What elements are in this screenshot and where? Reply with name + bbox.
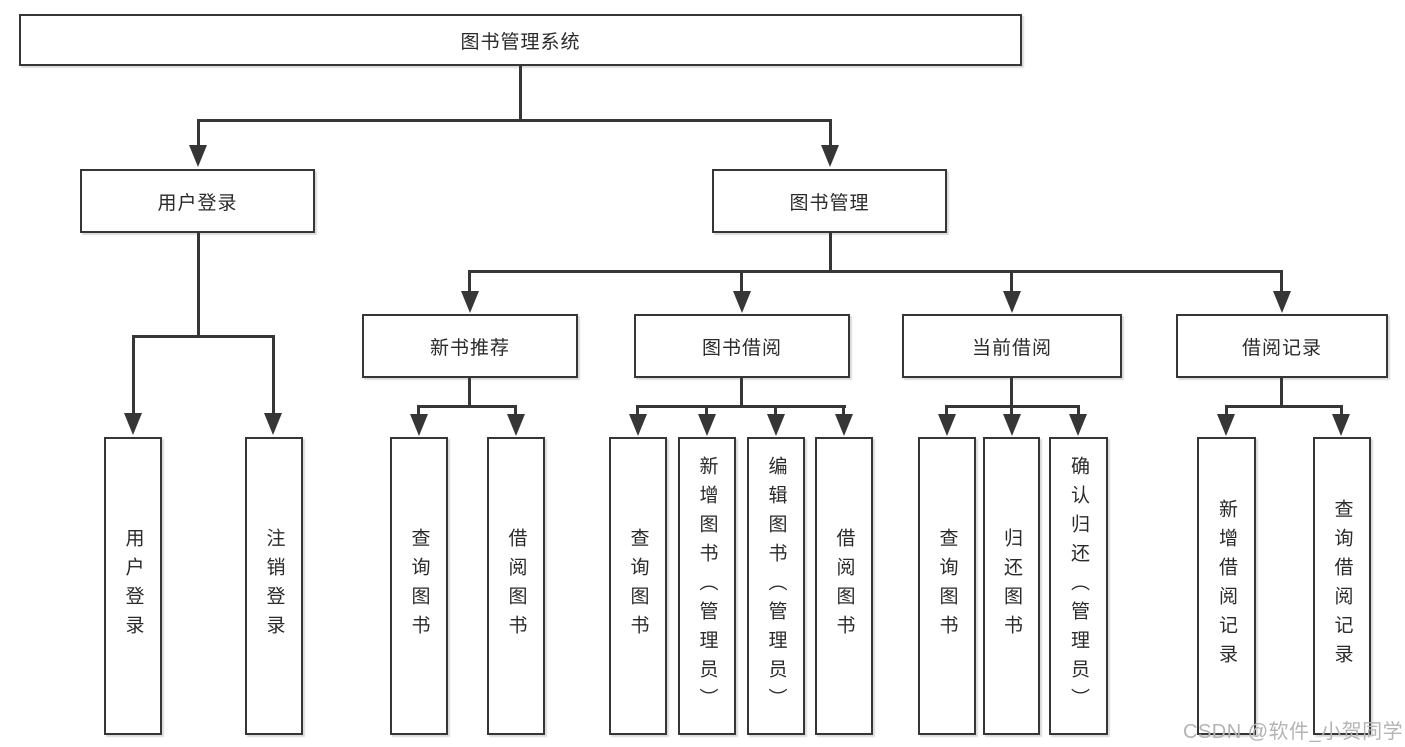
arrowhead-down-bb-query bbox=[629, 414, 647, 436]
arrowhead-down-book-borrow bbox=[733, 291, 751, 313]
leaf-bb-query-books: 查询图书 bbox=[609, 437, 667, 735]
connector-logout-drop bbox=[272, 335, 275, 413]
connector-nb-query-drop bbox=[417, 405, 420, 415]
node-book-borrowing: 图书借阅 bbox=[634, 314, 850, 378]
connector-user-login-split bbox=[132, 335, 275, 338]
leaf-cb-return-books-label: 归还图书 bbox=[1001, 528, 1022, 644]
connector-br-add-drop bbox=[1225, 405, 1228, 415]
watermark: CSDN @软件_小贺同学 bbox=[1183, 721, 1404, 743]
connector-cb-confirm-drop bbox=[1077, 405, 1080, 415]
node-borrowing-records: 借阅记录 bbox=[1176, 314, 1388, 378]
arrowhead-down-nb-borrow bbox=[507, 414, 525, 436]
connector-cb-query-drop bbox=[945, 405, 948, 415]
leaf-cb-query-books-label: 查询图书 bbox=[936, 528, 958, 644]
leaf-bb-edit-books-admin-label: 编辑图书（管理员） bbox=[765, 455, 787, 717]
leaf-bb-edit-books-admin: 编辑图书（管理员） bbox=[747, 437, 805, 735]
connector-cb-return-drop bbox=[1010, 405, 1013, 415]
arrowhead-down-cb-confirm bbox=[1069, 414, 1087, 436]
leaf-logout-label: 注销登录 bbox=[263, 528, 285, 644]
leaf-bb-query-books-label: 查询图书 bbox=[627, 528, 649, 644]
node-library-management-system-label: 图书管理系统 bbox=[460, 31, 581, 53]
leaf-br-add-record: 新增借阅记录 bbox=[1197, 437, 1256, 735]
connector-current-borrow-drop bbox=[1010, 270, 1013, 291]
node-library-management-system: 图书管理系统 bbox=[19, 14, 1022, 66]
arrowhead-down-br-add bbox=[1217, 414, 1235, 436]
leaf-bb-borrow-books-label: 借阅图书 bbox=[833, 528, 855, 644]
node-current-borrowing: 当前借阅 bbox=[902, 314, 1122, 378]
connector-new-books-drop bbox=[468, 270, 471, 291]
connector-new-books-subsplit bbox=[417, 405, 517, 408]
arrowhead-down-nb-query bbox=[410, 414, 428, 436]
leaf-br-query-record-label: 查询借阅记录 bbox=[1331, 499, 1353, 673]
arrowhead-down-login bbox=[124, 413, 142, 435]
leaf-bb-borrow-books: 借阅图书 bbox=[815, 437, 873, 735]
connector-borrow-records-stem bbox=[1280, 378, 1283, 405]
arrowhead-down-br-query bbox=[1332, 414, 1350, 436]
connector-user-login-drop bbox=[197, 119, 200, 145]
arrowhead-down-bb-borrow bbox=[835, 414, 853, 436]
connector-br-query-drop bbox=[1340, 405, 1343, 415]
leaf-nb-query-books-label: 查询图书 bbox=[408, 528, 430, 644]
connector-book-mgmt-drop bbox=[829, 119, 832, 145]
leaf-cb-confirm-return-admin: 确认归还（管理员） bbox=[1049, 437, 1108, 735]
connector-current-borrow-stem bbox=[1010, 378, 1013, 405]
leaf-nb-borrow-books: 借阅图书 bbox=[487, 437, 545, 735]
arrowhead-down-logout bbox=[264, 413, 282, 435]
node-user-login: 用户登录 bbox=[80, 169, 315, 233]
node-new-book-recommendation-label: 新书推荐 bbox=[429, 337, 510, 359]
arrowhead-down-book-mgmt bbox=[821, 145, 839, 167]
connector-book-mgmt-split bbox=[468, 270, 1283, 273]
arrowhead-down-user-login bbox=[189, 145, 207, 167]
connector-bb-edit-drop bbox=[774, 405, 777, 415]
connector-book-mgmt-stem bbox=[829, 233, 832, 270]
node-book-management: 图书管理 bbox=[712, 169, 947, 233]
leaf-user-login-label: 用户登录 bbox=[122, 528, 144, 644]
connector-book-borrow-stem bbox=[740, 378, 743, 405]
arrowhead-down-borrow-records bbox=[1273, 291, 1291, 313]
leaf-user-login: 用户登录 bbox=[104, 437, 162, 735]
node-current-borrowing-label: 当前借阅 bbox=[971, 337, 1052, 359]
connector-login-drop bbox=[132, 335, 135, 413]
arrowhead-down-bb-edit bbox=[767, 414, 785, 436]
node-book-borrowing-label: 图书借阅 bbox=[701, 337, 782, 359]
connector-user-login-stem bbox=[197, 233, 200, 335]
node-new-book-recommendation: 新书推荐 bbox=[362, 314, 578, 378]
connector-borrow-records-drop bbox=[1280, 270, 1283, 291]
connector-bb-add-drop bbox=[705, 405, 708, 415]
arrowhead-down-cb-query bbox=[938, 414, 956, 436]
arrowhead-down-bb-add bbox=[698, 414, 716, 436]
leaf-bb-add-books-admin: 新增图书（管理员） bbox=[678, 437, 736, 735]
node-book-management-label: 图书管理 bbox=[789, 192, 870, 214]
arrowhead-down-cb-return bbox=[1003, 414, 1021, 436]
leaf-logout: 注销登录 bbox=[245, 437, 303, 735]
leaf-cb-confirm-return-admin-label: 确认归还（管理员） bbox=[1068, 455, 1089, 717]
connector-book-borrow-subsplit bbox=[636, 405, 846, 408]
connector-borrow-records-subsplit bbox=[1225, 405, 1343, 408]
leaf-br-query-record: 查询借阅记录 bbox=[1313, 437, 1371, 735]
arrowhead-down-current-borrow bbox=[1003, 291, 1021, 313]
leaf-nb-query-books: 查询图书 bbox=[390, 437, 448, 735]
leaf-bb-add-books-admin-label: 新增图书（管理员） bbox=[696, 455, 718, 717]
connector-book-borrow-drop bbox=[740, 270, 743, 291]
connector-new-books-stem bbox=[468, 378, 471, 405]
leaf-cb-return-books: 归还图书 bbox=[983, 437, 1040, 735]
connector-root-split bbox=[197, 119, 831, 122]
arrowhead-down-new-books bbox=[461, 291, 479, 313]
connector-bb-borrow-drop bbox=[842, 405, 845, 415]
leaf-cb-query-books: 查询图书 bbox=[918, 437, 976, 735]
leaf-nb-borrow-books-label: 借阅图书 bbox=[505, 528, 527, 644]
connector-root-stem bbox=[519, 66, 522, 119]
node-borrowing-records-label: 借阅记录 bbox=[1241, 337, 1322, 359]
connector-bb-query-drop bbox=[636, 405, 639, 415]
node-user-login-label: 用户登录 bbox=[157, 192, 238, 214]
connector-nb-borrow-drop bbox=[514, 405, 517, 415]
leaf-br-add-record-label: 新增借阅记录 bbox=[1216, 499, 1237, 673]
